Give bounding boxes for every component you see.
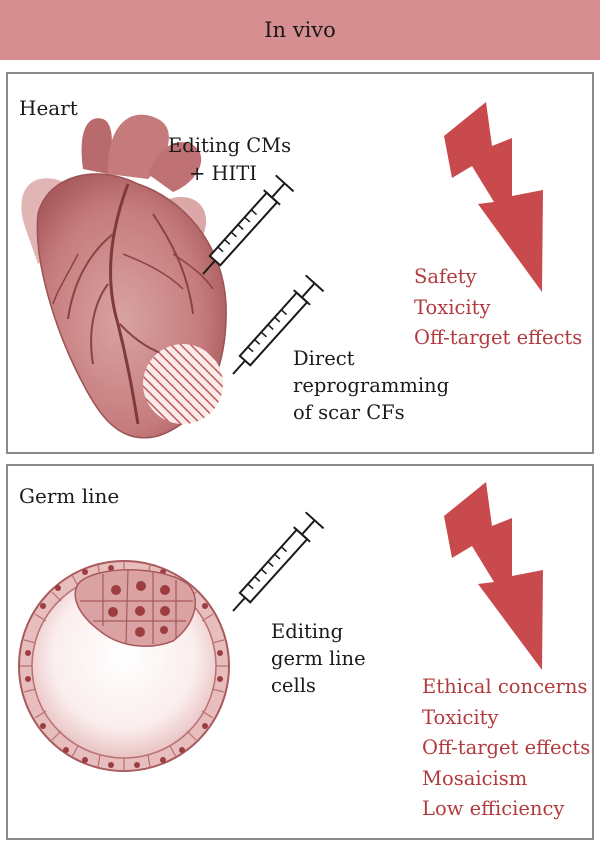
scar-region bbox=[143, 344, 223, 424]
editing-cms-line1: Editing CMs bbox=[168, 134, 292, 157]
cells-line: cells bbox=[271, 674, 316, 697]
heart-panel-title: Heart bbox=[19, 96, 78, 120]
syringe-icon bbox=[232, 274, 325, 375]
editing-cms-label: Editing CMs bbox=[168, 132, 291, 159]
heart-panel: Heart bbox=[6, 72, 594, 454]
germ-risks-list: Ethical concerns Toxicity Off-target eff… bbox=[422, 672, 590, 825]
risk-item: Off-target effects bbox=[422, 736, 591, 759]
header-title: In vivo bbox=[264, 18, 336, 42]
germ-panel-graphics bbox=[18, 482, 543, 772]
editing-germ-line-label: Editing germ line cells bbox=[271, 618, 366, 699]
risk-item: Ethical concerns bbox=[422, 675, 588, 698]
germ-panel-title: Germ line bbox=[19, 484, 120, 508]
syringe-icon bbox=[232, 511, 325, 612]
lightning-icon bbox=[444, 102, 543, 292]
direct-reprogramming-label: Direct reprogramming of scar CFs bbox=[293, 345, 449, 426]
risk-item: Safety bbox=[414, 265, 477, 288]
risk-item: Low efficiency bbox=[422, 797, 565, 820]
direct-line: Direct bbox=[293, 347, 355, 370]
heart-illustration bbox=[21, 114, 227, 439]
germ-line-line: germ line bbox=[271, 647, 366, 670]
hiti-label: + HITI bbox=[189, 160, 257, 187]
scar-cfs-line: of scar CFs bbox=[293, 401, 405, 424]
editing-line: Editing bbox=[271, 620, 344, 643]
risk-item: Toxicity bbox=[422, 705, 499, 729]
header-banner: In vivo bbox=[0, 0, 600, 60]
germ-line-panel: Germ line bbox=[6, 464, 594, 840]
reprogramming-line: reprogramming bbox=[293, 374, 450, 397]
heart-panel-graphics bbox=[21, 102, 543, 439]
editing-cms-line2: + HITI bbox=[189, 162, 257, 185]
risk-item: Mosaicism bbox=[422, 766, 528, 790]
heart-risks-list: Safety Toxicity Off-target effects bbox=[414, 262, 582, 354]
syringe-icon bbox=[202, 174, 295, 275]
risk-item: Off-target effects bbox=[414, 326, 583, 349]
blastocyst-illustration bbox=[18, 560, 230, 772]
risk-item: Toxicity bbox=[414, 295, 491, 319]
lightning-icon bbox=[444, 482, 543, 670]
